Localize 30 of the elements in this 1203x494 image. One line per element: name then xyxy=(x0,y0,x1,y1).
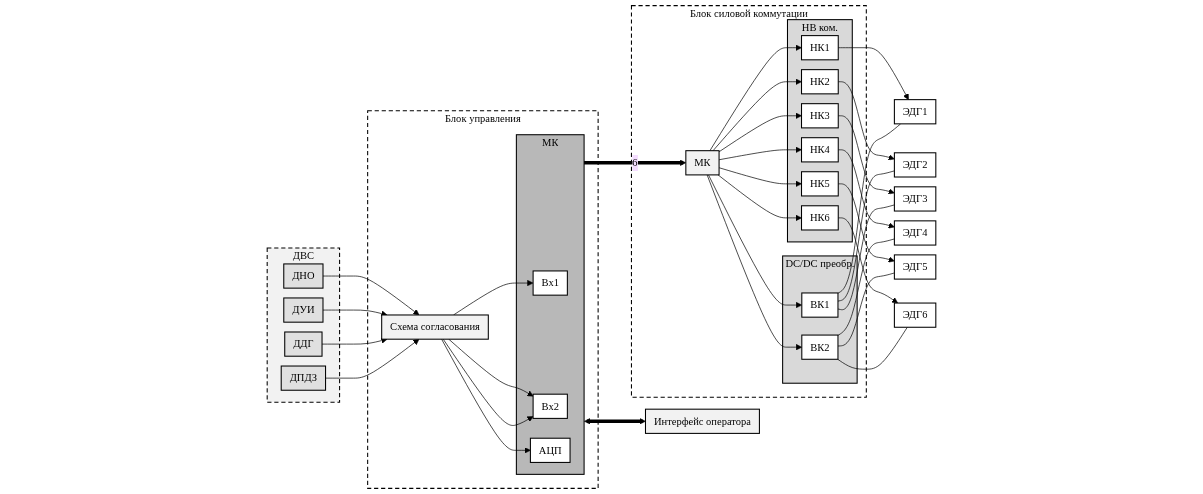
node-box: НК2 xyxy=(801,69,839,95)
node-box: ЭДГ2 xyxy=(893,152,937,178)
arrow xyxy=(584,418,646,425)
node-box: ЭДГ5 xyxy=(893,254,937,280)
node-box: ЭДГ3 xyxy=(893,186,937,212)
node-box: ВК1 xyxy=(801,292,839,318)
node-box: МК xyxy=(685,150,720,176)
edge-label: 6 xyxy=(632,157,638,169)
node-box: Интерфейс оператора xyxy=(644,408,760,434)
connector xyxy=(837,326,908,370)
node-box: НК6 xyxy=(801,205,839,231)
connector xyxy=(837,204,895,311)
node-box: НК1 xyxy=(801,35,839,61)
node-box: ЭДГ6 xyxy=(893,302,937,328)
node-box: ЭДГ4 xyxy=(893,220,937,246)
node-box: ЭДГ1 xyxy=(893,99,937,125)
node-box: ВК2 xyxy=(801,334,839,360)
node-box: АЦП xyxy=(529,437,571,463)
node-box: ДНО xyxy=(283,263,324,289)
node-box: НК3 xyxy=(801,103,839,129)
node-box: Вх1 xyxy=(532,270,568,296)
node-box: НК4 xyxy=(801,137,839,163)
node-box: ДДГ xyxy=(284,331,323,357)
connector xyxy=(837,272,895,347)
node-box: ДУИ xyxy=(283,297,324,323)
node-box: Вх2 xyxy=(532,393,568,419)
node-box: ДПДЗ xyxy=(280,365,327,391)
node-box: НК5 xyxy=(801,171,839,197)
connector xyxy=(837,238,895,336)
node-box: Схема согласования xyxy=(381,314,489,340)
